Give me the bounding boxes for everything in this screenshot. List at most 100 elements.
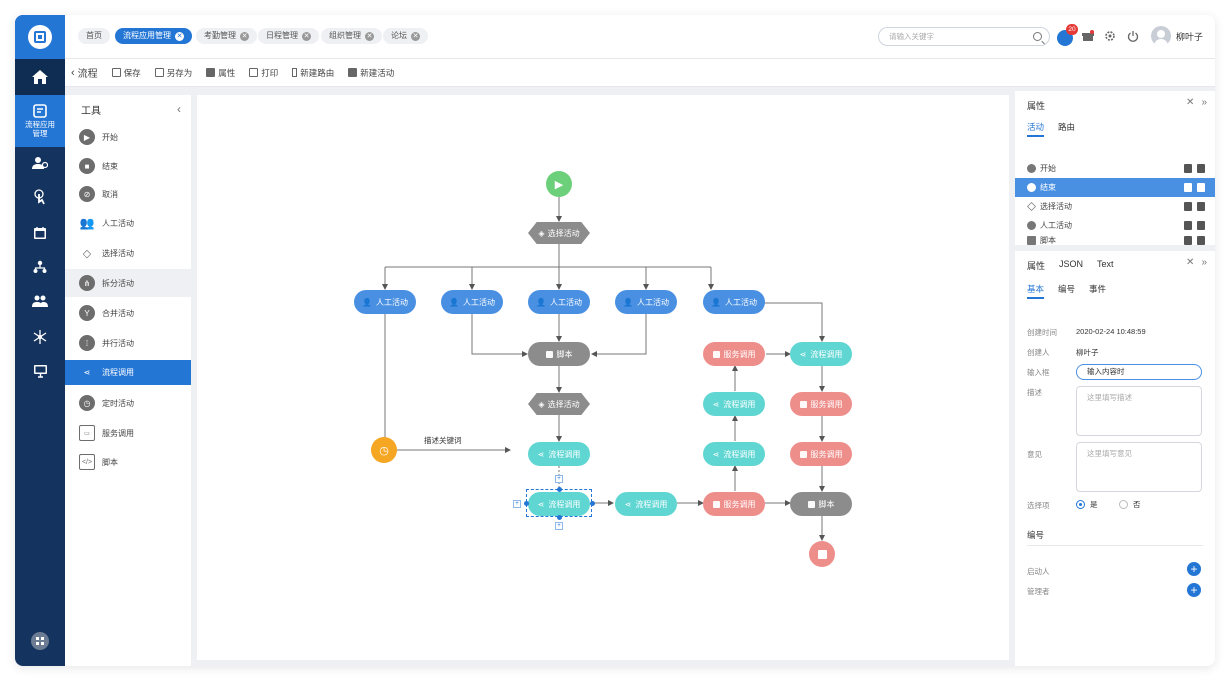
subtab-number[interactable]: 编号	[1058, 284, 1076, 294]
flow-canvas[interactable]: ▶ ◈选择活动 👤人工活动 👤人工活动 👤人工活动 👤人工活动 👤人工活动 脚本…	[197, 95, 1009, 660]
print-button[interactable]: 打印	[249, 67, 278, 79]
nav-item-org[interactable]	[15, 255, 65, 279]
new-route-button[interactable]: 新建路由	[292, 67, 334, 79]
flow-manual-node-3[interactable]: 👤人工活动	[528, 290, 590, 314]
flow-service-node-c[interactable]: 服务调用	[790, 442, 852, 466]
close-icon[interactable]: ✕	[240, 31, 249, 41]
search-icon[interactable]	[1033, 32, 1042, 41]
handle-bottom[interactable]	[557, 515, 562, 520]
expand-icon[interactable]: »	[1201, 97, 1207, 108]
tool-end[interactable]: ■结束	[65, 152, 191, 180]
add-below-button[interactable]: +	[555, 522, 563, 530]
tab-json[interactable]: JSON	[1059, 259, 1084, 269]
trash-icon[interactable]	[1197, 202, 1205, 211]
flow-select-node-1[interactable]: ◈选择活动	[528, 222, 590, 244]
add-manager-button[interactable]: +	[1187, 583, 1201, 597]
tab-route[interactable]: 路由	[1058, 122, 1076, 132]
flow-timer-node[interactable]: ◷	[371, 437, 397, 463]
copy-icon[interactable]	[1184, 221, 1192, 230]
nav-item-workflow[interactable]: 流程应用管理	[15, 95, 65, 147]
tool-split[interactable]: ⋔拆分活动	[65, 269, 191, 297]
activity-item-script[interactable]: 脚本	[1015, 235, 1215, 245]
handle-left[interactable]	[524, 501, 529, 506]
collapse-icon[interactable]: ‹	[177, 102, 181, 116]
close-icon[interactable]: ✕	[302, 31, 311, 41]
flow-select-node-2[interactable]: ◈选择活动	[528, 393, 590, 415]
close-icon[interactable]: ✕	[1186, 97, 1195, 108]
flow-script-node-1[interactable]: 脚本	[528, 342, 590, 366]
flow-call-node-selected[interactable]: ⋖流程调用	[528, 492, 590, 516]
edge-label[interactable]: 描述关键词	[424, 436, 462, 445]
flow-start-node[interactable]: ▶	[546, 171, 572, 197]
power-icon[interactable]	[1127, 30, 1139, 42]
trash-icon[interactable]	[1197, 183, 1205, 192]
radio-yes[interactable]: 是	[1076, 499, 1098, 510]
apps-grid-button[interactable]	[31, 632, 49, 650]
activity-item-start[interactable]: 开始	[1015, 159, 1215, 178]
copy-icon[interactable]	[1184, 202, 1192, 211]
expand-icon[interactable]: »	[1201, 257, 1207, 268]
add-left-button[interactable]: +	[513, 500, 521, 508]
add-starter-button[interactable]: +	[1187, 562, 1201, 576]
message-button[interactable]: 20	[1057, 24, 1078, 46]
trash-icon[interactable]	[1197, 221, 1205, 230]
opinion-textarea[interactable]: 这里填写意见	[1076, 442, 1202, 492]
flow-script-node-2[interactable]: 脚本	[790, 492, 852, 516]
tool-select[interactable]: ◇选择活动	[65, 239, 191, 267]
gift-icon[interactable]	[1082, 30, 1094, 42]
flow-call-node-b[interactable]: ⋖流程调用	[703, 392, 765, 416]
tool-parallel[interactable]: ⁞并行活动	[65, 329, 191, 357]
save-button[interactable]: 保存	[111, 67, 141, 79]
add-above-button[interactable]: +	[555, 475, 563, 483]
activity-item-select[interactable]: 选择活动	[1015, 197, 1215, 216]
flow-manual-node-4[interactable]: 👤人工活动	[615, 290, 677, 314]
copy-icon[interactable]	[1184, 236, 1192, 245]
copy-icon[interactable]	[1184, 164, 1192, 173]
input-field[interactable]: 输入内容时	[1076, 364, 1202, 380]
tool-timer[interactable]: ◷定时活动	[65, 389, 191, 417]
home-button[interactable]	[15, 59, 65, 95]
close-icon[interactable]: ✕	[411, 31, 420, 41]
handle-right[interactable]	[590, 501, 595, 506]
tab-attendance[interactable]: 考勤管理✕	[196, 28, 257, 44]
nav-item-users[interactable]	[15, 151, 65, 175]
subtab-event[interactable]: 事件	[1089, 284, 1107, 294]
flow-call-node-a[interactable]: ⋖流程调用	[790, 342, 852, 366]
description-textarea[interactable]: 这里填写描述	[1076, 386, 1202, 436]
nav-item-network[interactable]	[15, 325, 65, 349]
flow-call-node-d[interactable]: ⋖流程调用	[703, 442, 765, 466]
flow-service-node-d[interactable]: 服务调用	[703, 492, 765, 516]
properties-button[interactable]: 属性	[206, 67, 235, 79]
activity-item-end[interactable]: 结束	[1015, 178, 1215, 197]
close-icon[interactable]: ✕	[175, 31, 184, 41]
flow-manual-node-1[interactable]: 👤人工活动	[354, 290, 416, 314]
tab-org[interactable]: 组织管理✕	[321, 28, 382, 44]
handle-top[interactable]	[557, 487, 562, 492]
tool-service[interactable]: ▭服务调用	[65, 419, 191, 447]
save-as-button[interactable]: 另存为	[154, 67, 192, 79]
radio-no[interactable]: 否	[1119, 499, 1141, 510]
trash-icon[interactable]	[1197, 164, 1205, 173]
tool-cancel[interactable]: ⊘取消	[65, 180, 191, 208]
flow-end-node[interactable]	[809, 541, 835, 567]
tab-schedule[interactable]: 日程管理✕	[258, 28, 319, 44]
activity-item-manual[interactable]: 人工活动	[1015, 216, 1215, 235]
tab-home[interactable]: 首页	[78, 28, 110, 44]
tool-start[interactable]: ▶开始	[65, 123, 191, 151]
flow-manual-node-5[interactable]: 👤人工活动	[703, 290, 765, 314]
close-icon[interactable]: ✕	[365, 31, 374, 41]
flow-service-node-a[interactable]: 服务调用	[703, 342, 765, 366]
tool-manual[interactable]: 👥人工活动	[65, 209, 191, 237]
trash-icon[interactable]	[1197, 236, 1205, 245]
flow-call-node-c[interactable]: ⋖流程调用	[528, 442, 590, 466]
tab-properties[interactable]: 属性	[1027, 261, 1046, 271]
close-icon[interactable]: ✕	[1186, 257, 1195, 268]
subtab-basic[interactable]: 基本	[1027, 283, 1045, 299]
nav-item-touch[interactable]	[15, 185, 65, 209]
nav-item-group[interactable]	[15, 289, 65, 313]
settings-icon[interactable]	[1104, 30, 1116, 42]
search-input[interactable]: 请输入关键字	[878, 27, 1050, 46]
tab-forum[interactable]: 论坛✕	[383, 28, 428, 44]
tab-activity[interactable]: 活动	[1027, 121, 1045, 137]
